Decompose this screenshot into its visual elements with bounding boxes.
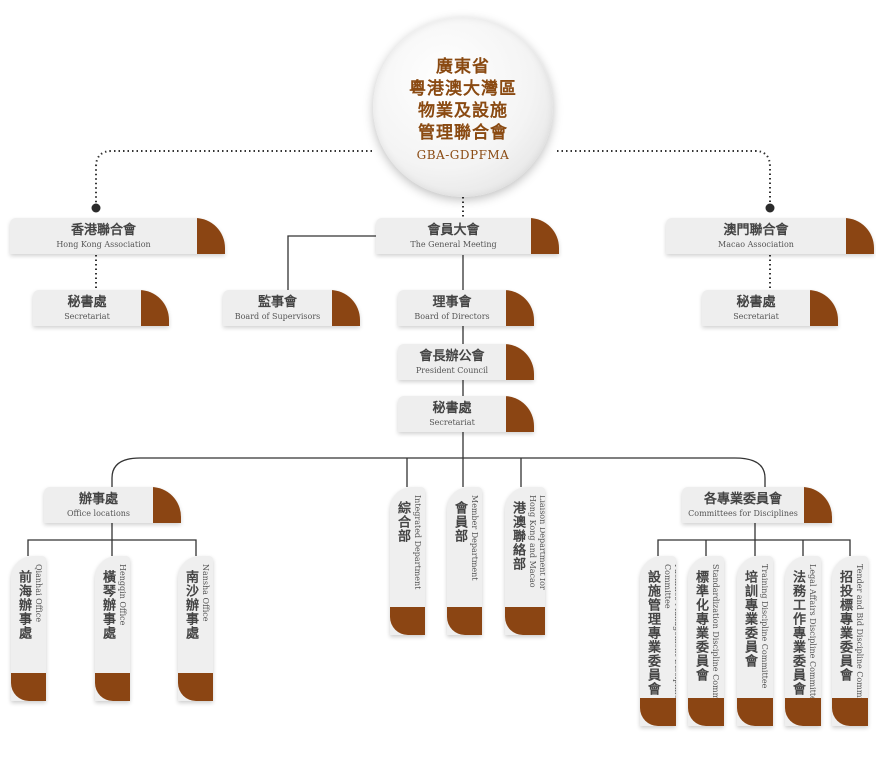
office-hengqin-zh: 橫琴辦事處 bbox=[100, 570, 115, 640]
offices-header-en: Office locations bbox=[66, 508, 131, 518]
node-committee-standardization: 標準化專業委員會 Standardization Discipline Comm… bbox=[688, 556, 724, 726]
node-member-department: 會員部 Member Department bbox=[447, 487, 482, 635]
dept-liaison-zh: 港澳聯絡部 bbox=[510, 501, 525, 571]
node-committee-facilities: 設施管理專業委員會 Facilities Management Discipli… bbox=[640, 556, 676, 726]
office-qianhai-en: Qianhai Office bbox=[34, 564, 43, 623]
node-secretariat: 秘書處 Secretariat bbox=[398, 396, 534, 432]
node-president-council: 會長辦公會 President Council bbox=[398, 344, 534, 380]
node-cap bbox=[95, 673, 130, 701]
supervisors-en: Board of Supervisors bbox=[234, 311, 321, 321]
root-abbreviation: GBA-GDPFMA bbox=[416, 148, 510, 162]
node-cap bbox=[640, 698, 676, 726]
connector-supervisors bbox=[287, 235, 376, 290]
node-hong-kong-association: 香港聯合會 Hong Kong Association bbox=[10, 218, 225, 254]
node-office-nansha: 南沙辦事處 Nansha Office bbox=[178, 556, 213, 701]
connector-main-bar bbox=[111, 457, 766, 487]
hk-association-zh: 香港聯合會 bbox=[70, 222, 136, 238]
node-cap bbox=[447, 607, 482, 635]
node-committee-training: 培訓專業委員會 Training Discipline Committee bbox=[737, 556, 773, 726]
committee-facilities-en: Facilities Management Discipline Committ… bbox=[663, 564, 676, 700]
committees-header-zh: 各專業委員會 bbox=[703, 491, 782, 507]
macao-association-en: Macao Association bbox=[718, 239, 794, 249]
general-meeting-zh: 會員大會 bbox=[427, 222, 480, 238]
node-committee-tender-bid: 招投標專業委員會 Tender and Bid Discipline Commi… bbox=[832, 556, 868, 726]
general-meeting-en: The General Meeting bbox=[410, 239, 497, 249]
macao-secretariat-zh: 秘書處 bbox=[736, 294, 776, 310]
node-cap bbox=[390, 607, 425, 635]
dept-integrated-zh: 綜合部 bbox=[395, 501, 410, 543]
dept-integrated-en: Integrated Department bbox=[413, 495, 422, 590]
president-council-zh: 會長辦公會 bbox=[419, 348, 485, 364]
node-general-meeting: 會員大會 The General Meeting bbox=[376, 218, 559, 254]
committee-training-en: Training Discipline Committee bbox=[760, 564, 769, 689]
hk-secretariat-en: Secretariat bbox=[64, 311, 110, 321]
connector-offices bbox=[27, 523, 197, 556]
hk-association-en: Hong Kong Association bbox=[56, 239, 151, 249]
directors-zh: 理事會 bbox=[432, 294, 472, 310]
node-office-qianhai: 前海辦事處 Qianhai Office bbox=[11, 556, 46, 701]
committee-legal-zh: 法務工作專業委員會 bbox=[790, 570, 805, 696]
node-cap bbox=[178, 673, 213, 701]
hk-secretariat-zh: 秘書處 bbox=[67, 294, 107, 310]
node-board-of-supervisors: 監事會 Board of Supervisors bbox=[223, 290, 360, 326]
committee-facilities-zh: 設施管理專業委員會 bbox=[645, 570, 660, 696]
node-cap bbox=[832, 698, 868, 726]
node-cap bbox=[785, 698, 821, 726]
dotted-connector-hk bbox=[95, 150, 372, 208]
root-line-4: 管理聯合會 bbox=[418, 123, 508, 143]
root-line-2: 粵港澳大灣區 bbox=[409, 79, 517, 99]
node-integrated-department: 綜合部 Integrated Department bbox=[390, 487, 425, 635]
root-organization-circle: 廣東省 粵港澳大灣區 物業及設施 管理聯合會 GBA-GDPFMA bbox=[373, 17, 553, 197]
secretariat-zh: 秘書處 bbox=[432, 400, 472, 416]
macao-secretariat-en: Secretariat bbox=[733, 311, 779, 321]
committee-tender-en: Tender and Bid Discipline Committee bbox=[855, 564, 864, 716]
node-cap bbox=[505, 607, 545, 635]
node-committee-legal-affairs: 法務工作專業委員會 Legal Affairs Discipline Commi… bbox=[785, 556, 821, 726]
directors-en: Board of Directors bbox=[414, 311, 490, 321]
office-nansha-zh: 南沙辦事處 bbox=[183, 570, 198, 640]
node-liaison-department: 港澳聯絡部 Liaison Department for Hong Kong a… bbox=[505, 487, 545, 635]
office-qianhai-zh: 前海辦事處 bbox=[16, 570, 31, 640]
junction-dot-hk bbox=[91, 203, 101, 213]
node-macao-secretariat: 秘書處 Secretariat bbox=[702, 290, 838, 326]
dotted-connector-macao bbox=[557, 150, 771, 208]
office-hengqin-en: Hengqin Office bbox=[118, 564, 127, 626]
node-board-of-directors: 理事會 Board of Directors bbox=[398, 290, 534, 326]
secretariat-en: Secretariat bbox=[429, 417, 475, 427]
node-committees-for-disciplines: 各專業委員會 Committees for Disciplines bbox=[682, 487, 832, 523]
connector-committees bbox=[657, 523, 851, 556]
junction-dot-macao bbox=[765, 203, 775, 213]
committee-standardization-zh: 標準化專業委員會 bbox=[693, 570, 708, 682]
node-cap bbox=[737, 698, 773, 726]
root-line-3: 物業及設施 bbox=[418, 101, 508, 121]
committee-tender-zh: 招投標專業委員會 bbox=[837, 570, 852, 682]
dept-liaison-en: Liaison Department for Hong Kong and Mac… bbox=[528, 495, 545, 590]
node-macao-association: 澳門聯合會 Macao Association bbox=[666, 218, 874, 254]
node-cap bbox=[688, 698, 724, 726]
committee-legal-en: Legal Affairs Discipline Committee bbox=[808, 564, 817, 706]
node-hk-secretariat: 秘書處 Secretariat bbox=[33, 290, 169, 326]
root-line-1: 廣東省 bbox=[436, 57, 490, 77]
connector-departments bbox=[406, 458, 522, 487]
macao-association-zh: 澳門聯合會 bbox=[723, 222, 789, 238]
office-nansha-en: Nansha Office bbox=[201, 564, 210, 622]
president-council-en: President Council bbox=[415, 365, 489, 375]
committee-training-zh: 培訓專業委員會 bbox=[742, 570, 757, 668]
offices-header-zh: 辦事處 bbox=[78, 491, 118, 507]
node-office-locations: 辦事處 Office locations bbox=[44, 487, 181, 523]
dept-member-zh: 會員部 bbox=[452, 501, 467, 543]
committees-header-en: Committees for Disciplines bbox=[688, 508, 798, 518]
dept-member-en: Member Department bbox=[470, 495, 479, 581]
node-cap bbox=[11, 673, 46, 701]
committee-standardization-en: Standardization Discipline Committee bbox=[711, 564, 720, 719]
supervisors-zh: 監事會 bbox=[257, 294, 297, 310]
node-office-hengqin: 橫琴辦事處 Hengqin Office bbox=[95, 556, 130, 701]
